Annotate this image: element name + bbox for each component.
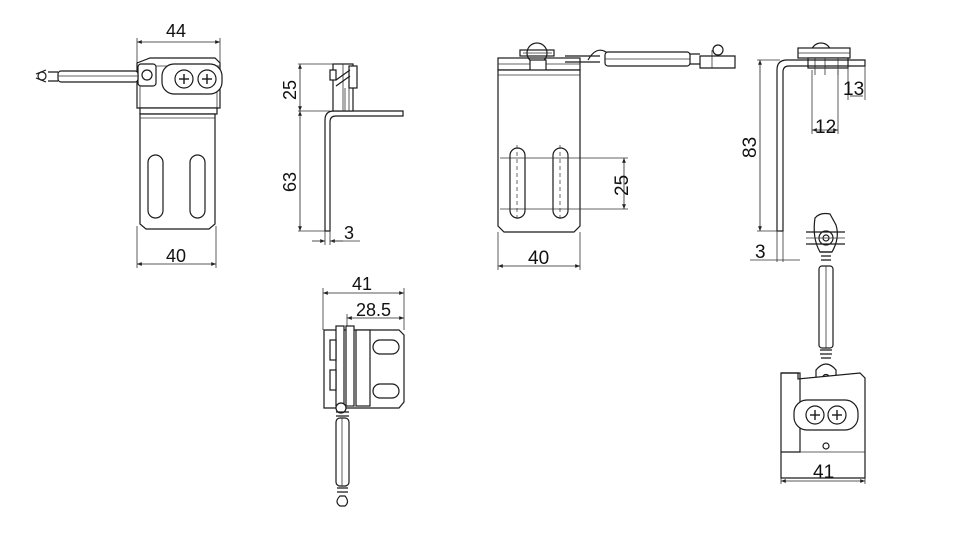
- view-front-bracket: 44 40: [35, 21, 223, 268]
- phillips-screw-icon: [827, 405, 847, 425]
- view-side-bracket: 25 63 3: [280, 63, 404, 245]
- dim-3-right: 3: [755, 242, 766, 263]
- phillips-screw-icon: [197, 69, 217, 89]
- view-rear-bracket: 25 40: [497, 42, 736, 270]
- view-plate-with-spring: 41: [780, 212, 866, 484]
- dim-3-side: 3: [344, 223, 354, 243]
- phillips-screw-icon: [805, 405, 825, 425]
- view-top-bracket: 41 28.5: [322, 274, 405, 507]
- dim-44: 44: [166, 21, 186, 41]
- dim-25-side: 25: [280, 80, 300, 100]
- dim-28-5: 28.5: [356, 300, 391, 320]
- dim-41-top: 41: [352, 274, 372, 294]
- dim-83: 83: [740, 137, 761, 158]
- dim-41-plate: 41: [813, 462, 834, 483]
- dim-25-rear: 25: [612, 175, 633, 196]
- dim-40-front: 40: [166, 246, 186, 266]
- dim-13: 13: [843, 79, 864, 100]
- dim-40-rear: 40: [528, 248, 549, 269]
- phillips-screw-icon: [174, 69, 194, 89]
- dim-63-side: 63: [280, 172, 300, 192]
- view-right-side-bracket: 13 12 83 3: [740, 42, 866, 263]
- dim-12: 12: [815, 117, 836, 138]
